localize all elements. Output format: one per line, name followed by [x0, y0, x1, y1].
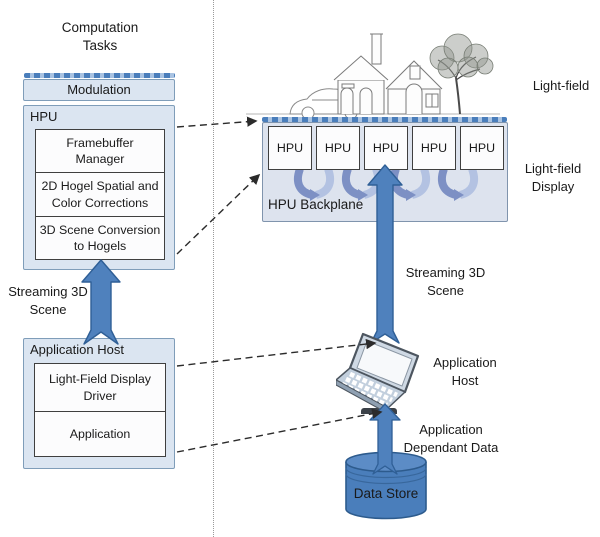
light-field-display-label: Light-field Display — [524, 161, 582, 194]
connector-hpu-to-display — [176, 116, 258, 128]
hpu-unit-4: HPU — [412, 126, 456, 170]
hpu-box-title: HPU — [30, 109, 58, 124]
application-host-box-title: Application Host — [30, 342, 124, 357]
connector-application-to-laptop — [176, 408, 383, 453]
connector-scene-to-backplane — [176, 173, 261, 255]
database-cylinder-icon — [345, 451, 427, 520]
streaming-scene-label-right: Streaming 3D Scene — [405, 265, 486, 298]
modulation-layer-band — [24, 73, 175, 78]
streaming-scene-label-left: Streaming 3D Scene — [8, 284, 88, 317]
house-sketch — [333, 33, 443, 115]
application-data-label: Application Dependant Data — [403, 422, 499, 455]
scene-conversion-box: 3D Scene Conversion to Hogels — [35, 216, 165, 260]
hpu-unit-2: HPU — [316, 126, 360, 170]
framebuffer-manager-box: Framebuffer Manager — [35, 129, 165, 173]
display-driver-box: Light-Field Display Driver — [34, 363, 166, 412]
modulation-box-label: Modulation — [67, 82, 131, 98]
application-data-arrow — [369, 403, 401, 475]
hpu-unit-3: HPU — [364, 126, 408, 170]
computation-tasks-title: Computation Tasks — [61, 20, 139, 54]
display-modulation-band — [262, 117, 507, 122]
data-store-label: Data Store — [353, 486, 419, 501]
tree-sketch — [429, 33, 494, 115]
hogel-corrections-box: 2D Hogel Spatial and Color Corrections — [35, 172, 165, 217]
light-field-scene-sketch — [246, 33, 500, 118]
hpu-unit-1: HPU — [268, 126, 312, 170]
streaming-arrow-right — [367, 164, 403, 344]
light-field-label: Light-field — [532, 78, 590, 93]
streaming-arrow-left — [81, 259, 121, 345]
application-box: Application — [34, 411, 166, 457]
application-host-box: Application Host Light-Field Display Dri… — [23, 338, 175, 469]
section-divider-line — [213, 0, 214, 537]
hpu-unit-5: HPU — [460, 126, 504, 170]
hpu-backplane-label: HPU Backplane — [268, 197, 364, 212]
hpu-tasks-box: HPU Framebuffer Manager 2D Hogel Spatial… — [23, 105, 175, 270]
hpu-unit-row: HPU HPU HPU HPU HPU — [268, 126, 504, 170]
application-host-label-right: Application Host — [433, 355, 497, 388]
